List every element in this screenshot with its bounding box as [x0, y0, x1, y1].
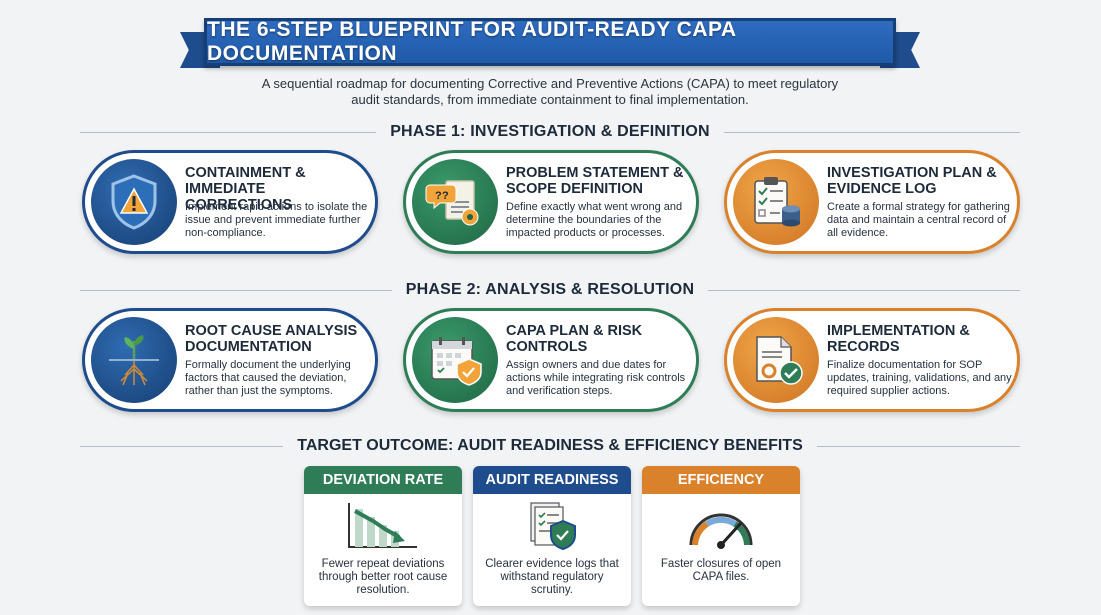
title-banner: THE 6-STEP BLUEPRINT FOR AUDIT-READY CAP… — [180, 18, 920, 70]
page-title: THE 6-STEP BLUEPRINT FOR AUDIT-READY CAP… — [207, 18, 736, 65]
step-card-containment: CONTAINMENT & IMMEDIATE CORRECTIONS Impl… — [82, 150, 378, 254]
step-description: Assign owners and due dates for actions … — [506, 359, 686, 397]
metric-audit-readiness: AUDIT READINESS Clearer evidence logs th… — [473, 466, 631, 606]
step-description: Create a formal strategy for gathering d… — [827, 201, 1010, 239]
step-description: Define exactly what went wrong and deter… — [506, 201, 683, 239]
metric-label: EFFICIENCY — [642, 466, 800, 494]
plant-roots-icon — [91, 317, 177, 403]
outcome-heading: TARGET OUTCOME: AUDIT READINESS & EFFICI… — [80, 436, 1020, 456]
divider — [80, 445, 284, 447]
page-subtitle: A sequential roadmap for documenting Cor… — [261, 76, 839, 107]
metric-efficiency: EFFICIENCY Faster closures of open CAPA … — [642, 466, 800, 606]
step-card-root-cause: ROOT CAUSE ANALYSIS DOCUMENTATION Formal… — [82, 308, 378, 412]
metric-description: Faster closures of open CAPA files. — [660, 558, 782, 583]
step-description: Formally document the underlying factors… — [185, 359, 351, 397]
divider — [723, 131, 1020, 133]
question-document-icon: ? ? — [412, 159, 498, 245]
step-title: ROOT CAUSE ANALYSIS DOCUMENTATION — [185, 323, 358, 355]
step-card-investigation-plan: INVESTIGATION PLAN & EVIDENCE LOG Create… — [724, 150, 1020, 254]
step-card-implementation: IMPLEMENTATION & RECORDS Finalize docume… — [724, 308, 1020, 412]
step-title: PROBLEM STATEMENT & SCOPE DEFINITION — [506, 165, 684, 197]
step-card-capa-plan: CAPA PLAN & RISK CONTROLS Assign owners … — [403, 308, 699, 412]
divider — [80, 131, 377, 133]
documents-shield-icon — [473, 498, 631, 554]
metric-label: DEVIATION RATE — [304, 466, 462, 494]
metric-description: Fewer repeat deviations through better r… — [318, 558, 448, 596]
step-title: CONTAINMENT & IMMEDIATE CORRECTIONS — [185, 165, 306, 213]
step-title: IMPLEMENTATION & RECORDS — [827, 323, 970, 355]
outcome-title: TARGET OUTCOME: AUDIT READINESS & EFFICI… — [297, 437, 803, 454]
step-title: CAPA PLAN & RISK CONTROLS — [506, 323, 643, 355]
metric-label: AUDIT READINESS — [473, 466, 631, 494]
step-title: INVESTIGATION PLAN & EVIDENCE LOG — [827, 165, 997, 197]
svg-text:?: ? — [435, 190, 442, 202]
phase-1-title: PHASE 1: INVESTIGATION & DEFINITION — [390, 123, 710, 140]
step-card-problem-statement: ? ? PROBLEM STATEMENT & SCOPE DEFINITION… — [403, 150, 699, 254]
document-gear-check-icon — [733, 317, 819, 403]
phase-1-heading: PHASE 1: INVESTIGATION & DEFINITION — [80, 122, 1020, 142]
divider — [708, 289, 1021, 291]
metric-deviation-rate: DEVIATION RATE Fewer repeat deviations t… — [304, 466, 462, 606]
metric-description: Clearer evidence logs that withstand reg… — [485, 558, 619, 596]
divider — [80, 289, 392, 291]
svg-text:?: ? — [442, 190, 449, 202]
phase-2-title: PHASE 2: ANALYSIS & RESOLUTION — [405, 281, 695, 298]
step-description: Finalize documentation for SOP updates, … — [827, 359, 1012, 397]
calendar-shield-icon — [412, 317, 498, 403]
phase-2-heading: PHASE 2: ANALYSIS & RESOLUTION — [80, 280, 1021, 300]
declining-chart-icon — [304, 498, 462, 554]
shield-warning-icon — [91, 159, 177, 245]
step-description: Implement rapid actions to isolate the i… — [185, 201, 368, 239]
speedometer-icon — [642, 498, 800, 554]
banner: THE 6-STEP BLUEPRINT FOR AUDIT-READY CAP… — [204, 18, 896, 66]
clipboard-database-icon — [733, 159, 819, 245]
divider — [816, 445, 1020, 447]
